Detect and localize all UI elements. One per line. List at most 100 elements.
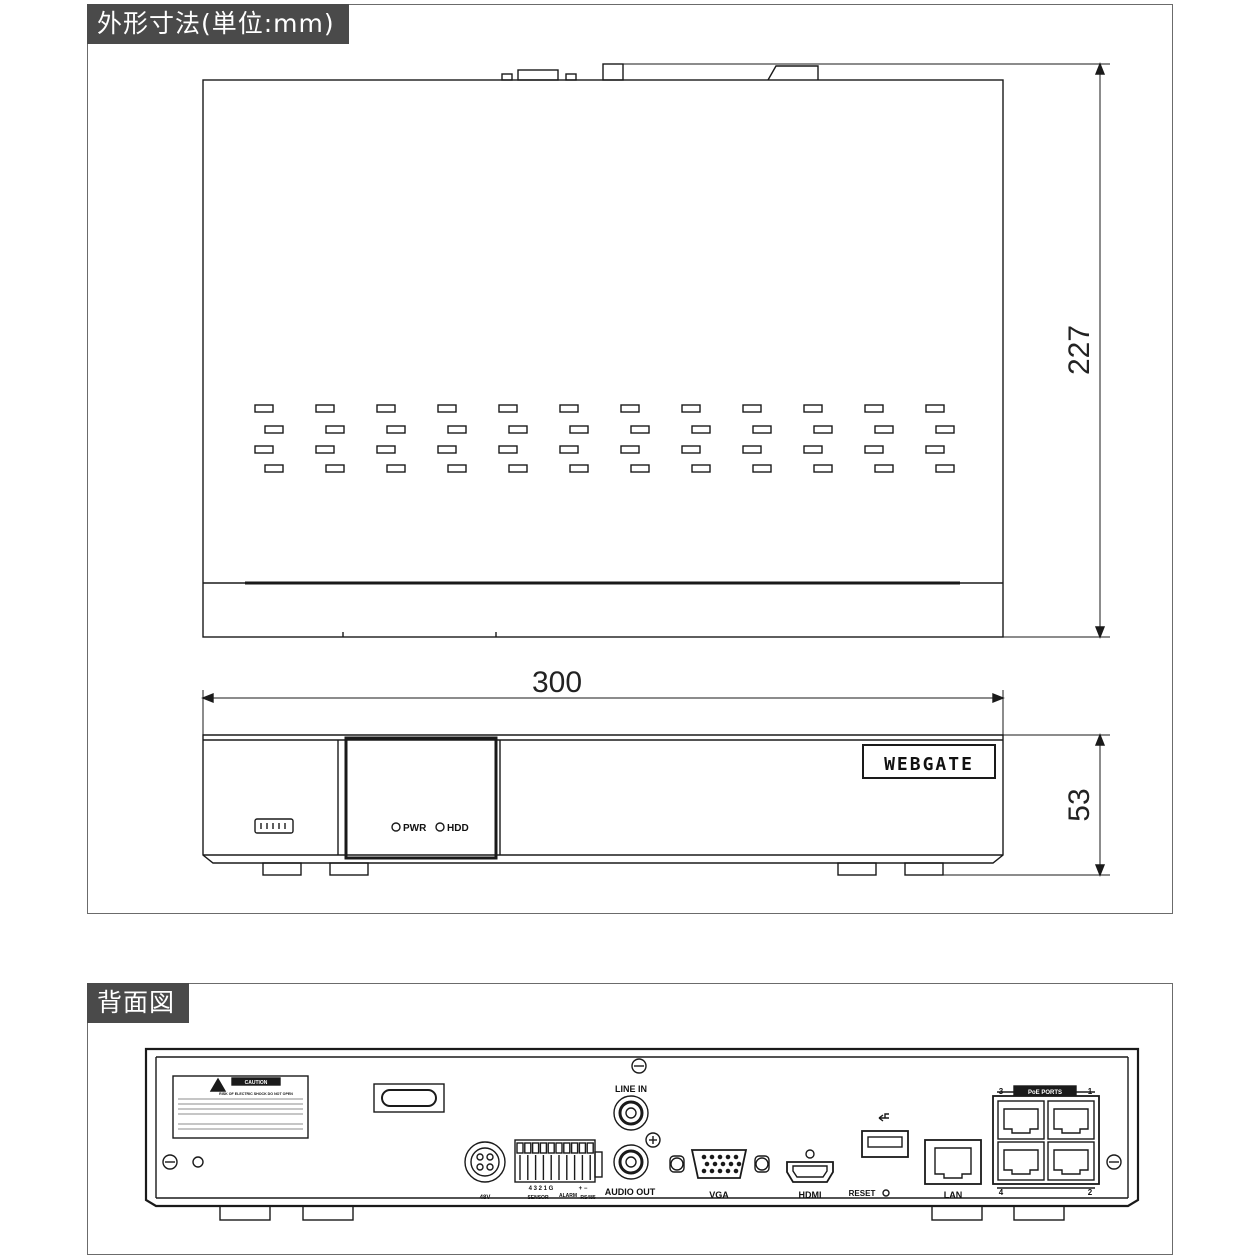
vent-slot (447, 425, 467, 434)
vent-slot (376, 445, 396, 454)
vga-pin (717, 1168, 723, 1174)
poe-port-socket (1003, 1149, 1039, 1175)
vent-slot (925, 445, 945, 454)
vent-slot (254, 404, 274, 413)
vent-slot (864, 404, 884, 413)
poe-port (1047, 1100, 1095, 1140)
poe-port-3-label: 3 (999, 1087, 1004, 1096)
vent-slot (935, 425, 955, 434)
depth-label: 227 (1063, 325, 1096, 375)
alarm-label: ALARM (559, 1193, 577, 1199)
vent-slot (498, 404, 518, 413)
terminal-screw (578, 1142, 587, 1154)
rear-view (144, 1047, 1140, 1221)
terminal-screw (539, 1142, 548, 1154)
vent-slot (813, 464, 833, 473)
poe-port-4-label: 4 (999, 1188, 1004, 1197)
vent-slot (264, 464, 284, 473)
top-view-outline (202, 79, 1004, 638)
rs485-sign-label: + − (579, 1186, 588, 1192)
terminal-screw (555, 1142, 563, 1154)
foot (329, 862, 369, 876)
vent-slot (559, 445, 579, 454)
vent-slot (691, 464, 711, 473)
vga-pin (704, 1161, 710, 1167)
power-switch (373, 1083, 445, 1113)
vent-slot (437, 445, 457, 454)
height-dimension (943, 733, 1110, 877)
vga-pin (736, 1161, 742, 1167)
terminal-screw (524, 1142, 532, 1154)
vent-slot (752, 464, 772, 473)
vent-slot (447, 464, 467, 473)
vga-pin (728, 1161, 734, 1167)
dimensions-title: 外形寸法(単位:mm) (87, 4, 349, 44)
vent-slot (813, 425, 833, 434)
rear-usb-port (861, 1130, 909, 1158)
vga-pin (701, 1168, 707, 1174)
screw (1106, 1154, 1122, 1170)
lan-port (924, 1139, 982, 1185)
vent-slot (315, 445, 335, 454)
line-in-label: LINE IN (615, 1084, 647, 1094)
vent-slot (254, 445, 274, 454)
dc-power-jack (464, 1141, 506, 1183)
vga-pin (725, 1154, 731, 1160)
width-dimension (201, 690, 1005, 738)
foot (219, 1205, 271, 1221)
vga-pin (725, 1168, 731, 1174)
reset-button (882, 1189, 890, 1197)
vent-slot (681, 445, 701, 454)
poe-port-2-label: 2 (1088, 1188, 1093, 1197)
rear-view-title: 背面図 (87, 983, 190, 1023)
vga-port (690, 1149, 748, 1179)
vent-slot (630, 464, 650, 473)
vent-slot (325, 464, 345, 473)
warning-triangle-icon (209, 1077, 227, 1092)
front-view-outline (202, 734, 1004, 864)
reset-label: RESET (849, 1189, 876, 1198)
vga-label: VGA (709, 1190, 729, 1200)
foot (837, 862, 877, 876)
vent-slot (386, 464, 406, 473)
vent-slot (925, 404, 945, 413)
top-view (202, 63, 1004, 638)
audio-out-jack (613, 1144, 649, 1180)
vga-pin (733, 1154, 739, 1160)
vent-slot (376, 404, 396, 413)
hdd-label: HDD (447, 823, 469, 834)
terminal-screw (586, 1142, 594, 1154)
vent-slot (508, 425, 528, 434)
rear-view-panel: 背面図 (87, 983, 1173, 1255)
poe-port-block (992, 1095, 1100, 1185)
screw (631, 1058, 647, 1074)
front-door (344, 736, 498, 860)
foot (931, 1205, 983, 1221)
brand-badge (862, 744, 996, 779)
vent-slot (437, 404, 457, 413)
front-usb-port (254, 818, 294, 834)
vent-slots (254, 404, 955, 473)
terminal-screw (570, 1142, 579, 1154)
front-view (202, 734, 1004, 876)
vent-slot (508, 464, 528, 473)
poe-port-socket (1003, 1108, 1039, 1134)
hdmi-label: HDMI (799, 1190, 822, 1200)
poe-port-socket (1053, 1108, 1089, 1134)
vga-pin (709, 1154, 715, 1160)
vent-slot (742, 445, 762, 454)
screw (645, 1132, 661, 1148)
poe-port (997, 1100, 1045, 1140)
vent-slot (630, 425, 650, 434)
vga-pin (733, 1168, 739, 1174)
hdmi-port (786, 1161, 834, 1183)
dimensions-panel: 外形寸法(単位:mm) (87, 4, 1173, 914)
hdd-led (435, 822, 445, 832)
vent-slot (935, 464, 955, 473)
vent-slot (386, 425, 406, 434)
poe-port-socket (1053, 1149, 1089, 1175)
terminal-screw (563, 1142, 571, 1154)
vga-pin (701, 1154, 707, 1160)
line-in-jack (613, 1095, 649, 1131)
